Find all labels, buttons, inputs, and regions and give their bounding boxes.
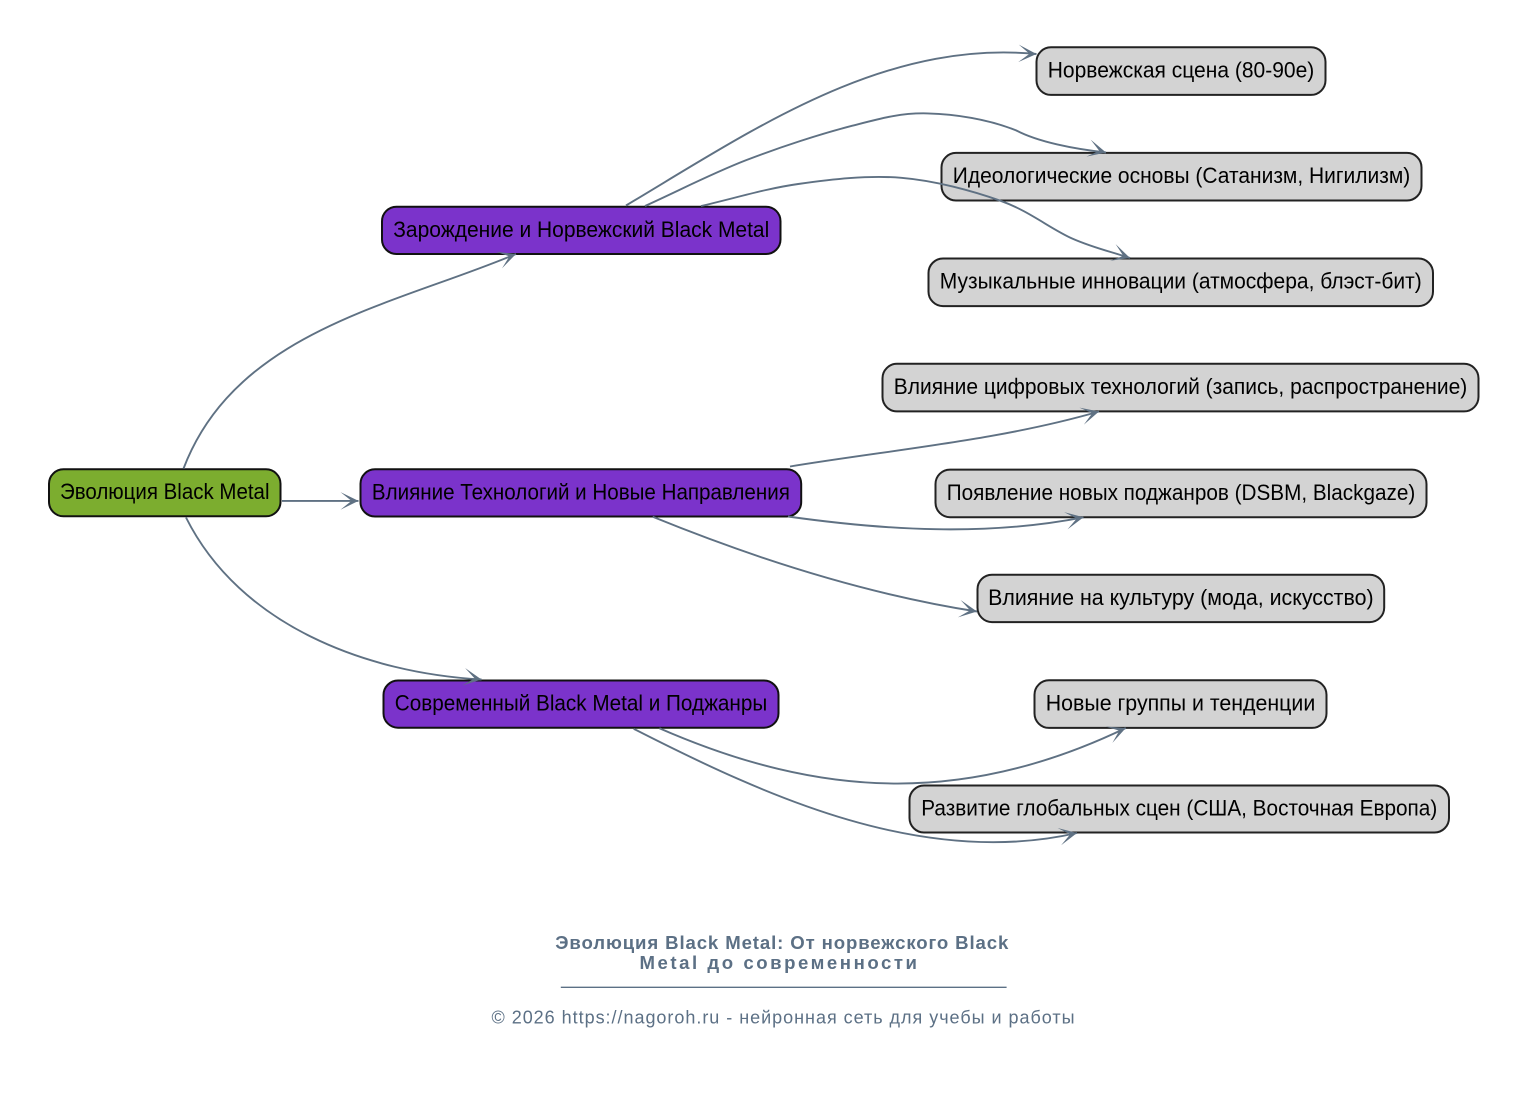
svg-text:Влияние Технологий и Новые Нап: Влияние Технологий и Новые Направления	[372, 479, 790, 504]
svg-text:Музыкальные инновации (атмосфе: Музыкальные инновации (атмосфера, блэст-…	[940, 269, 1422, 294]
svg-text:Появление новых поджанров (DSB: Появление новых поджанров (DSBM, Blackga…	[947, 480, 1416, 505]
svg-text:Эволюция Black Metal: Эволюция Black Metal	[60, 479, 270, 504]
svg-text:Развитие глобальных сцен (США,: Развитие глобальных сцен (США, Восточная…	[921, 795, 1437, 820]
svg-text:Metal до современности: Metal до современности	[639, 952, 916, 973]
svg-text:Идеологические основы (Сатаниз: Идеологические основы (Сатанизм, Нигилиз…	[953, 163, 1411, 188]
svg-text:Современный Black Metal и Подж: Современный Black Metal и Поджанры	[395, 691, 768, 716]
svg-text:Зарождение и Норвежский Black: Зарождение и Норвежский Black Metal	[393, 217, 769, 242]
svg-text:Влияние на культуру (мода, иск: Влияние на культуру (мода, искусство)	[988, 585, 1374, 610]
svg-text:Влияние цифровых технологий (з: Влияние цифровых технологий (запись, рас…	[894, 374, 1468, 399]
svg-text:Норвежская сцена (80-90е): Норвежская сцена (80-90е)	[1048, 58, 1315, 83]
svg-text:Эволюция Black Metal: От норве: Эволюция Black Metal: От норвежского Bla…	[555, 932, 1009, 953]
svg-text:© 2026 https://nagoroh.ru - не: © 2026 https://nagoroh.ru - нейронная се…	[492, 1008, 1075, 1028]
svg-text:Новые группы и тенденции: Новые группы и тенденции	[1046, 691, 1316, 716]
